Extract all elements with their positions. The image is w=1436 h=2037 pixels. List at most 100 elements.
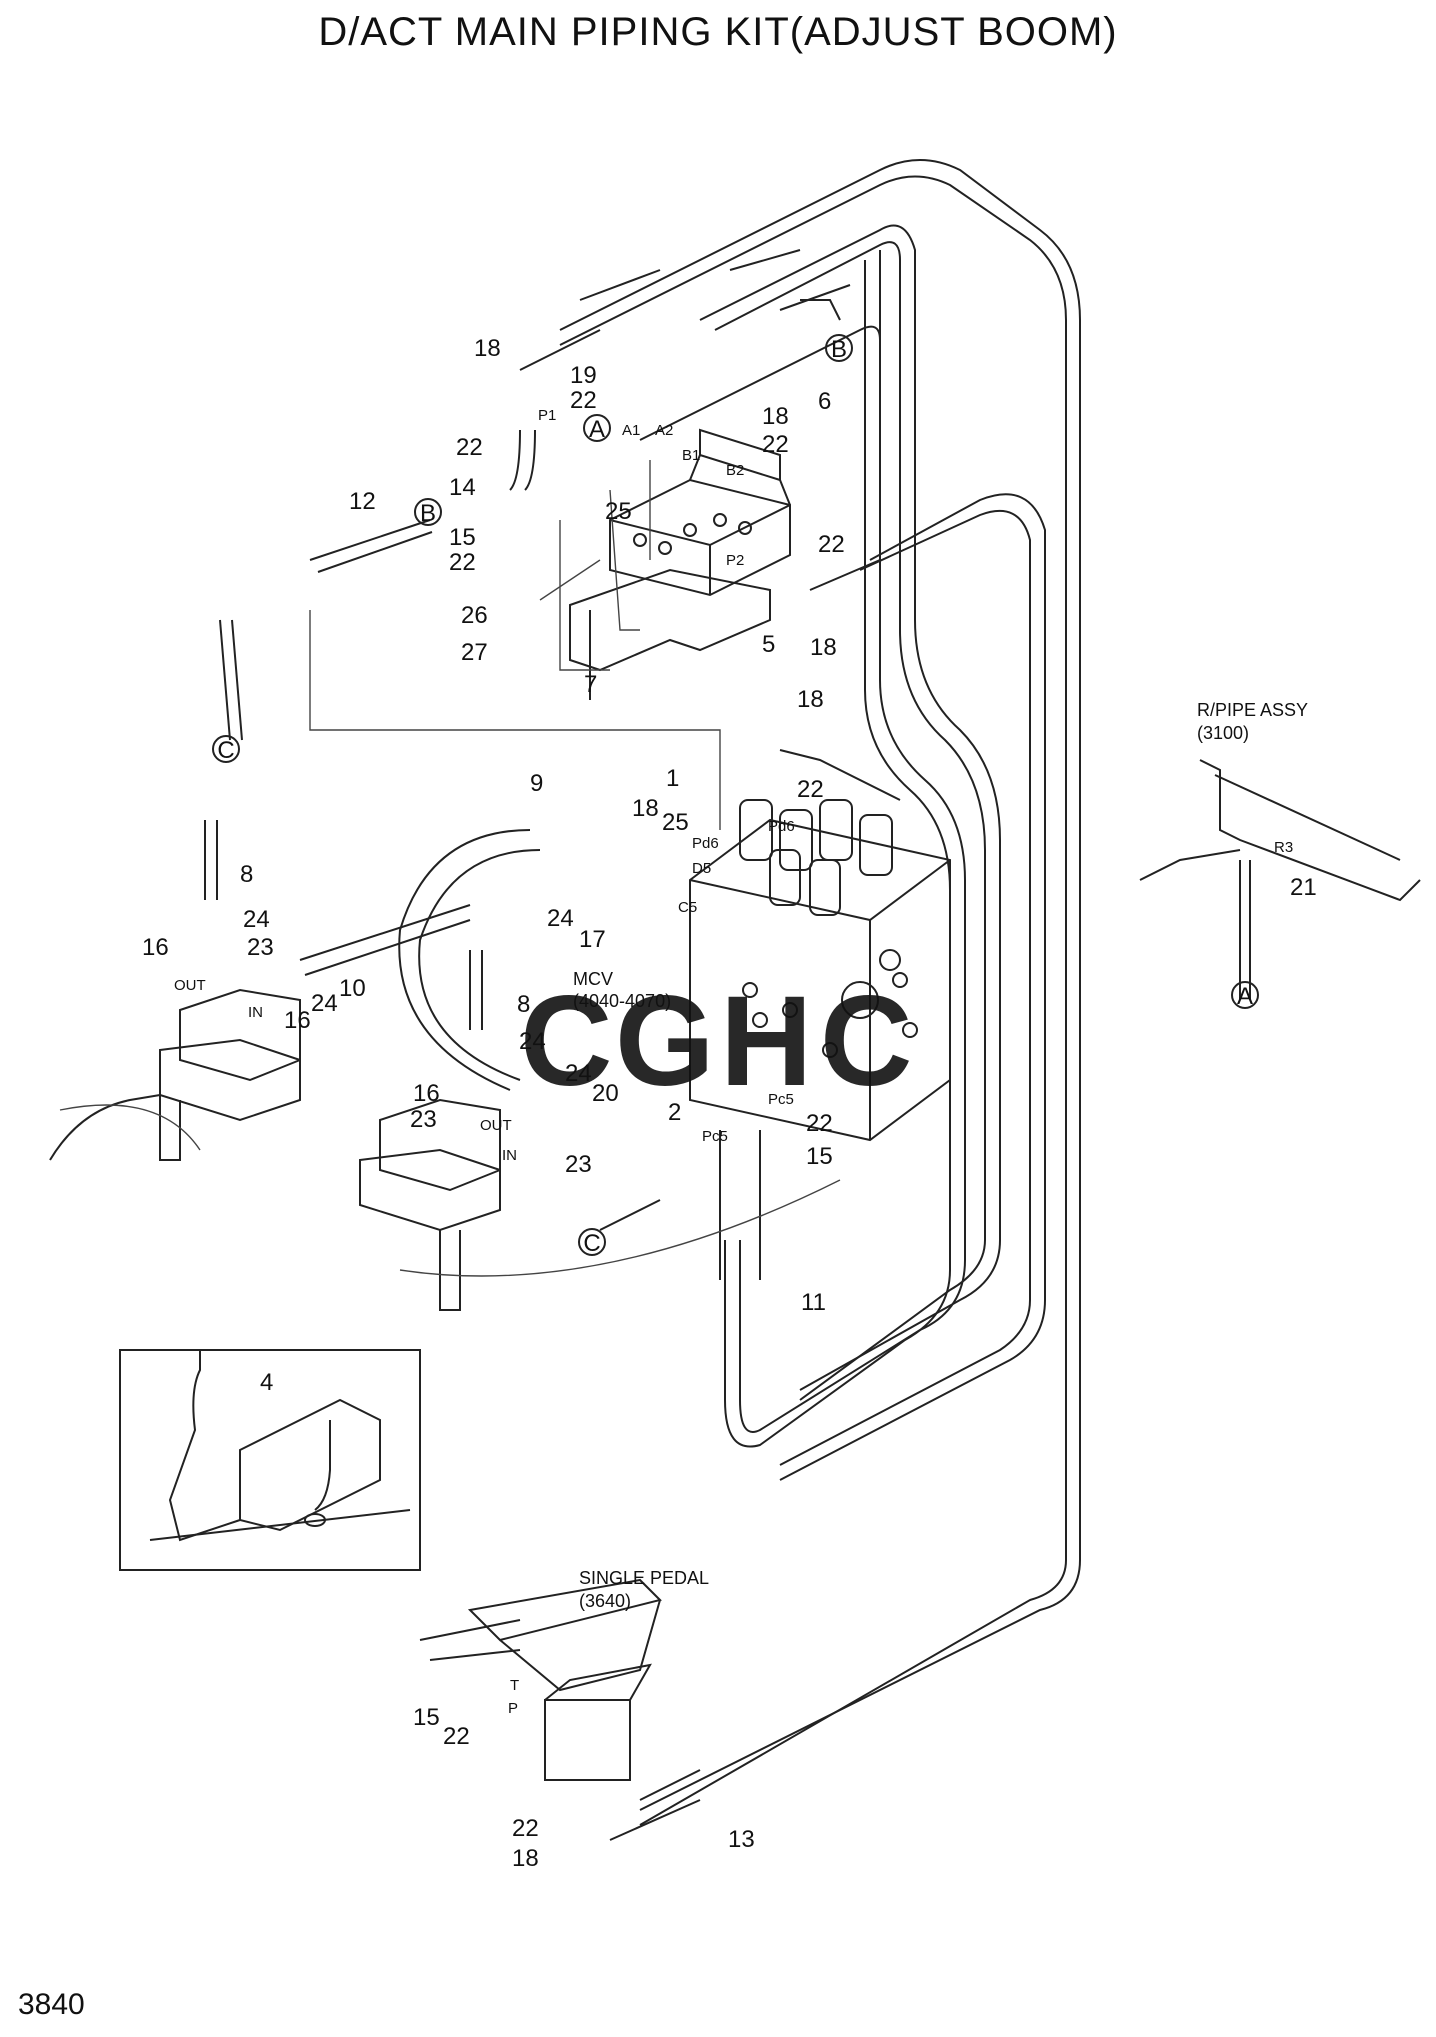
callout-18: 18 xyxy=(474,335,501,362)
callout-24: 24 xyxy=(565,1060,592,1087)
marker-circle-b2 xyxy=(414,498,442,526)
bracket-left xyxy=(49,988,301,1161)
marker-c1: C xyxy=(217,737,234,764)
port-pd6-b: Pd6 xyxy=(768,818,795,835)
mcv-range: (4040-4070) xyxy=(573,991,671,1011)
main-control-valve xyxy=(689,799,951,1142)
port-pd6-a: Pd6 xyxy=(692,835,719,852)
callout-18: 18 xyxy=(762,403,789,430)
callout-24: 24 xyxy=(311,990,338,1017)
callout-24: 24 xyxy=(547,905,574,932)
valve-block xyxy=(569,428,791,672)
callout-18: 18 xyxy=(632,795,659,822)
callout-22: 22 xyxy=(512,1815,539,1842)
port-d5: D5 xyxy=(692,860,711,877)
port-b1: B1 xyxy=(682,447,700,464)
port-in-2: IN xyxy=(502,1147,517,1164)
callout-24: 24 xyxy=(519,1028,546,1055)
callout-21: 21 xyxy=(1290,874,1317,901)
port-in-1: IN xyxy=(248,1004,263,1021)
callout-14: 14 xyxy=(449,474,476,501)
callout-18: 18 xyxy=(810,634,837,661)
callout-10: 10 xyxy=(339,975,366,1002)
callout-23: 23 xyxy=(247,934,274,961)
port-t: T xyxy=(510,1677,519,1694)
callout-12: 12 xyxy=(349,488,376,515)
callout-11: 11 xyxy=(801,1289,826,1316)
port-p1: P1 xyxy=(538,407,556,424)
marker-circle-c2 xyxy=(578,1228,606,1256)
callout-9: 9 xyxy=(530,770,543,797)
callout-15: 15 xyxy=(806,1143,833,1170)
marker-b1: B xyxy=(831,336,847,363)
page-number: 3840 xyxy=(18,1988,85,2021)
port-a1: A1 xyxy=(622,422,640,439)
callout-8: 8 xyxy=(240,861,253,888)
watermark-letter-c2: C xyxy=(820,970,912,1113)
callout-22: 22 xyxy=(570,387,597,414)
callout-22: 22 xyxy=(806,1110,833,1137)
watermark-letter-g: G xyxy=(615,970,715,1113)
callout-5: 5 xyxy=(762,631,775,658)
callout-25: 25 xyxy=(605,498,632,525)
inset-box xyxy=(119,1349,421,1571)
port-c5: C5 xyxy=(678,899,697,916)
callout-22: 22 xyxy=(797,776,824,803)
port-out-1: OUT xyxy=(174,977,206,994)
callout-25: 25 xyxy=(662,809,689,836)
callout-15: 15 xyxy=(449,524,476,551)
marker-circle-b1 xyxy=(825,334,853,362)
marker-c2: C xyxy=(583,1230,600,1257)
hoses xyxy=(204,249,901,1841)
callout-16: 16 xyxy=(413,1080,440,1107)
diagram-title: D/ACT MAIN PIPING KIT(ADJUST BOOM) xyxy=(318,10,1118,54)
r-pipe-assy xyxy=(1139,759,1421,1000)
callout-22: 22 xyxy=(443,1723,470,1750)
watermark-letter-h: H xyxy=(720,970,812,1113)
port-p2: P2 xyxy=(726,552,744,569)
port-p: P xyxy=(508,1700,518,1717)
callout-17: 17 xyxy=(579,926,606,953)
callout-7: 7 xyxy=(584,671,597,698)
callout-23: 23 xyxy=(410,1106,437,1133)
callout-27: 27 xyxy=(461,639,488,666)
callout-15: 15 xyxy=(413,1704,440,1731)
bracket-center xyxy=(359,1098,501,1311)
single-pedal xyxy=(467,1578,662,1781)
callout-6: 6 xyxy=(818,388,831,415)
callout-19: 19 xyxy=(570,362,597,389)
watermark-letter-c1: C xyxy=(520,970,612,1113)
callout-26: 26 xyxy=(461,602,488,629)
lever-sketch xyxy=(149,1350,411,1542)
marker-a1: A xyxy=(589,416,605,443)
pedal-number: (3640) xyxy=(579,1591,631,1611)
port-pc5-a: Pc5 xyxy=(768,1091,794,1108)
callout-1: 1 xyxy=(666,765,679,792)
pedal-label: SINGLE PEDAL xyxy=(579,1568,709,1588)
callout-22: 22 xyxy=(818,531,845,558)
callout-22: 22 xyxy=(449,549,476,576)
callout-20: 20 xyxy=(592,1080,619,1107)
callout-16: 16 xyxy=(284,1007,311,1034)
marker-circle-a1 xyxy=(583,414,611,442)
rpipe-number: (3100) xyxy=(1197,723,1249,743)
watermark: C G H C xyxy=(520,970,912,1113)
marker-circle-a2 xyxy=(1231,981,1259,1009)
rpipe-label: R/PIPE ASSY xyxy=(1197,700,1308,720)
marker-a2: A xyxy=(1237,983,1253,1010)
callout-23: 23 xyxy=(565,1151,592,1178)
callout-22: 22 xyxy=(762,431,789,458)
callout-18: 18 xyxy=(512,1845,539,1872)
callout-8: 8 xyxy=(517,991,530,1018)
callout-13: 13 xyxy=(728,1826,755,1853)
marker-circle-c1 xyxy=(212,735,240,763)
callout-16: 16 xyxy=(142,934,169,961)
port-out-2: OUT xyxy=(480,1117,512,1134)
mcv-label: MCV xyxy=(573,969,613,989)
callout-18: 18 xyxy=(797,686,824,713)
port-b2: B2 xyxy=(726,462,744,479)
port-r3: R3 xyxy=(1274,839,1293,856)
marker-b2: B xyxy=(420,500,436,527)
port-a2: A2 xyxy=(655,422,673,439)
